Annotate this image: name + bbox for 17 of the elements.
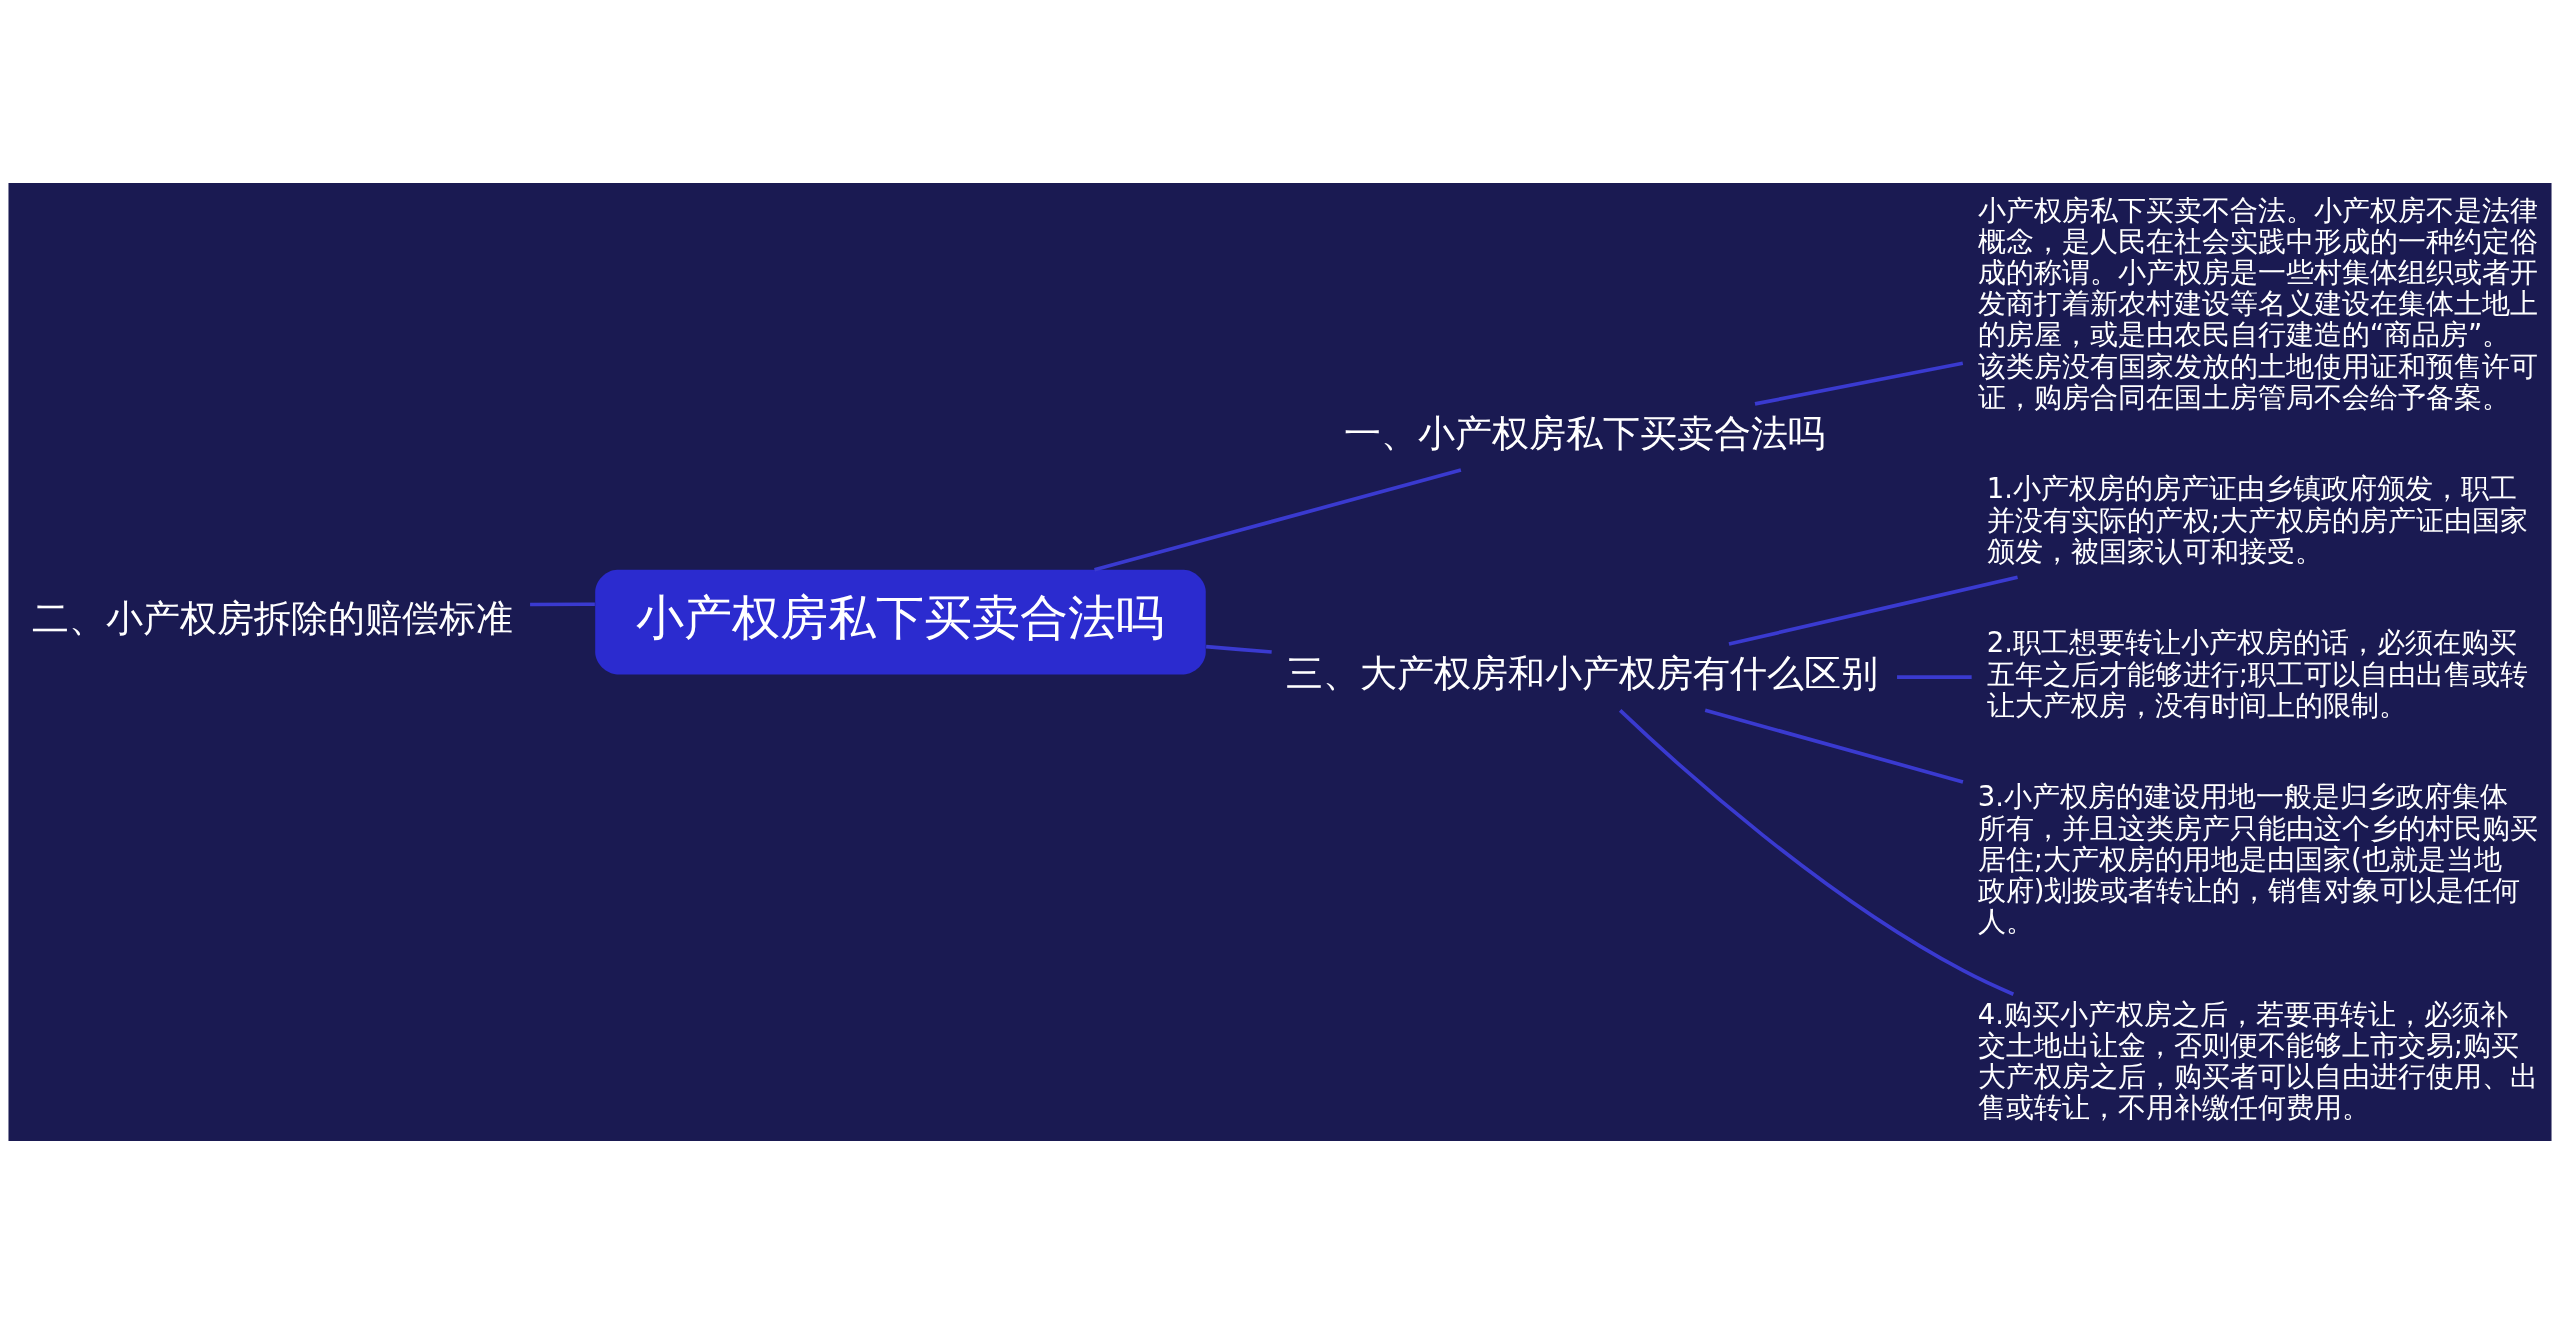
node-text: 3.小产权房的建设用地一般是归乡政府集体所有，并且这类房产只能由这个乡的村民购买居住;大产权房的用地是由国家(也就是当地政府)划拨或者转让的，销售对象可以是任何人。 bbox=[1977, 780, 2538, 938]
connector bbox=[1754, 361, 1964, 406]
connector bbox=[1704, 708, 1964, 784]
node-text: 2.职工想要转让小产权房的话，必须在购买五年之后才能够进行;职工可以自由出售或转让大产权房，没有时间上的限制。 bbox=[1986, 626, 2529, 721]
node-text: 1.小产权房的房产证由乡镇政府颁发，职工并没有实际的产权;大产权房的房产证由国家颁发，被国家认可和接受。 bbox=[1986, 472, 2529, 567]
connector bbox=[1618, 709, 2015, 996]
node-text: 一、小产权房私下买卖合法吗 bbox=[1343, 412, 1825, 456]
connector bbox=[1094, 468, 1462, 572]
node-text: 三、大产权房和小产权房有什么区别 bbox=[1286, 652, 1879, 696]
connector bbox=[1205, 644, 1272, 654]
node-text: 小产权房私下买卖不合法。小产权房不是法律概念，是人民在社会实践中形成的一种约定俗成的称谓。小产权房是一些村集体组织或者开发商打着新农村建设等名义建设在集体土地上的房屋，或是由农民自行建造的“商品房”。该类房没有国家发放的土地使用证和预售许可证，购房合同在国土房管局不会给予备案。 bbox=[1977, 193, 2538, 413]
connector bbox=[1728, 575, 2018, 646]
node-text: 4.购买小产权房之后，若要再转让，必须补交土地出让金，否则便不能够上市交易;购买大产权房之后，购买者可以自由进行使用、出售或转让，不用补缴任何费用。 bbox=[1977, 997, 2538, 1124]
node-box: 小产权房私下买卖合法吗 bbox=[595, 569, 1206, 675]
node-text: 二、小产权房拆除的赔偿标准 bbox=[32, 597, 513, 641]
connector bbox=[1897, 675, 1972, 679]
connector bbox=[530, 602, 595, 607]
